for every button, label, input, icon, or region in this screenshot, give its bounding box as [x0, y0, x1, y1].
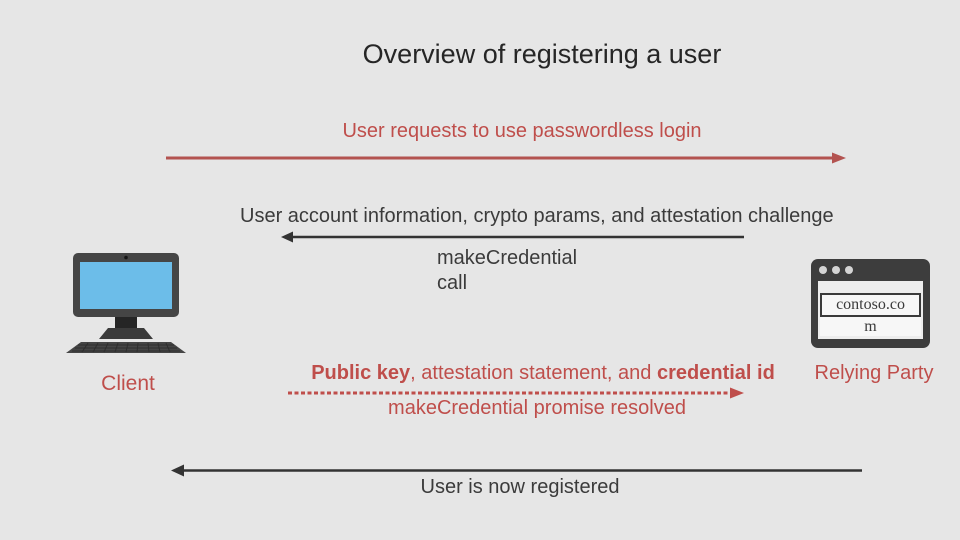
step2-annotation: makeCredential call — [437, 247, 578, 294]
arrow-right-icon — [166, 152, 846, 164]
step3-middle-text: , attestation statement, and — [410, 362, 657, 384]
arrow-left-icon — [281, 231, 744, 243]
relying-party-actor-label: Relying Party — [814, 362, 934, 384]
arrow-left-icon — [171, 464, 862, 477]
step3-bold-credential-id: credential id — [656, 362, 775, 384]
browser-window-icon: contoso.co m — [811, 259, 930, 348]
browser-content: contoso.co m — [818, 281, 923, 339]
client-actor-label: Client — [101, 372, 155, 395]
browser-address-line1: contoso.co — [820, 293, 921, 317]
monitor-screen — [80, 262, 172, 309]
step3-label: Public key, attestation statement, and c… — [311, 362, 775, 385]
step1-label: User requests to use passwordless login — [342, 120, 702, 142]
webcam-dot — [124, 255, 128, 260]
monitor-neck — [115, 317, 137, 328]
browser-address-line2: m — [820, 317, 921, 336]
step3-annotation: makeCredential promise resolved — [388, 397, 686, 419]
browser-dot-icon — [845, 266, 853, 274]
step4-label: User is now registered — [420, 476, 620, 498]
browser-dot-icon — [832, 266, 840, 274]
dashed-arrow-right-icon — [288, 387, 744, 399]
page-title: Overview of registering a user — [362, 39, 722, 69]
step3-bold-public-key: Public key — [311, 362, 411, 384]
browser-dot-icon — [819, 266, 827, 274]
browser-buttons — [819, 266, 853, 274]
monitor-stand — [99, 328, 153, 339]
keyboard-keys — [72, 342, 180, 353]
desktop-computer-icon — [66, 253, 186, 353]
step2-label: User account information, crypto params,… — [240, 205, 834, 227]
